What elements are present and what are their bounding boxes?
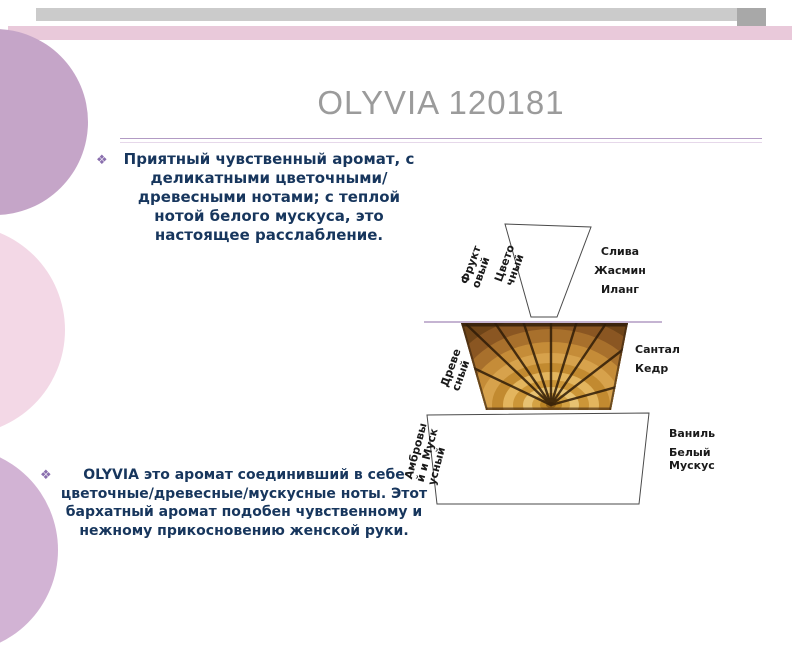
pyramid-note: Кедр (635, 362, 669, 375)
slide-title: OLYVIA 120181 (317, 84, 565, 121)
bullet-text-2: OLYVIA это аромат соединивший в себе цве… (60, 467, 428, 539)
top-notes-list: Слива Жасмин Иланг (589, 245, 651, 302)
bullet-paragraph-2: ❖ OLYVIA это аромат соединивший в себе ц… (40, 466, 432, 540)
pyramid-base-section (426, 412, 650, 505)
bullet-diamond-icon: ❖ (96, 153, 108, 168)
bullet-diamond-icon: ❖ (40, 468, 52, 483)
wood-texture (461, 323, 628, 410)
pyramid-top-section (504, 223, 592, 318)
pyramid-note: Жасмин (594, 264, 646, 277)
pyramid-diagram-shapes (424, 223, 662, 505)
heart-notes-list: Сантал Кедр (635, 343, 695, 381)
pyramid-note: Слива (600, 245, 640, 258)
top-gray-tab (737, 8, 766, 31)
bullet-paragraph-1: ❖ Приятный чувственный аромат, с деликат… (96, 150, 426, 245)
title-divider-line (120, 138, 762, 143)
decor-circle-middle (0, 225, 65, 435)
pyramid-note: Иланг (600, 283, 640, 296)
top-gray-bar (36, 8, 766, 21)
top-pink-bar (8, 26, 792, 40)
bullet-text-1: Приятный чувственный аромат, с деликатны… (123, 150, 415, 244)
fragrance-pyramid: Фруктовый Цветочный Древесный Амбровый и… (402, 213, 745, 523)
decor-circle-top (0, 29, 88, 215)
pyramid-note: Сантал (635, 343, 680, 356)
base-notes-list: Ваниль Белый Мускус (669, 427, 725, 478)
pyramid-note: Ваниль (669, 427, 716, 440)
pyramid-note: Белый Мускус (669, 446, 715, 472)
